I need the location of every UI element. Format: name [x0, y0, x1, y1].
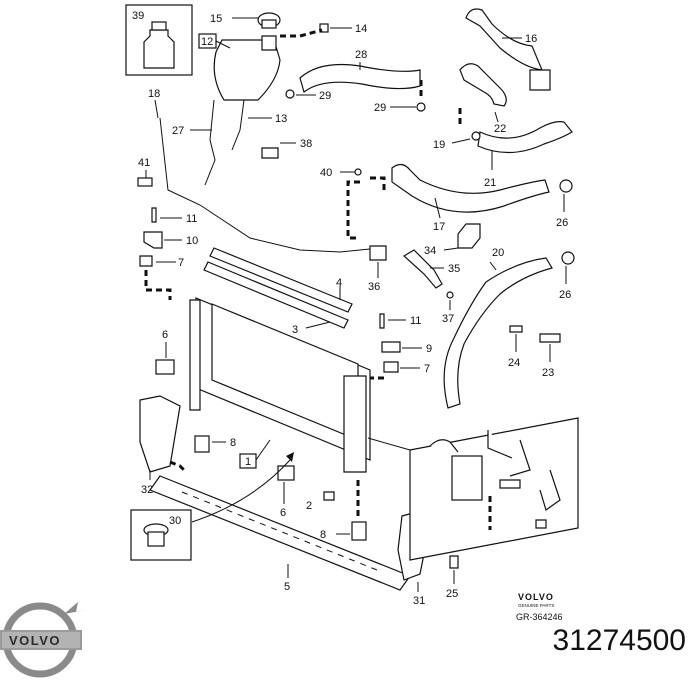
clamps-26: 26 26	[556, 179, 575, 301]
callout-38: 38	[300, 138, 312, 150]
callout-3: 3	[292, 324, 298, 336]
callout-7a: 7	[178, 257, 184, 269]
radiator: 1	[189, 297, 371, 473]
bleed-lines: 18 27 13	[148, 88, 381, 253]
callout-29a: 29	[319, 90, 331, 102]
callout-35: 35	[448, 263, 460, 275]
callout-15: 15	[210, 13, 222, 25]
callout-9: 9	[426, 343, 432, 355]
oil-cooler-inset	[367, 417, 579, 561]
callout-8a: 8	[230, 437, 236, 449]
callout-11b: 11	[410, 315, 421, 327]
callout-26a: 26	[556, 217, 568, 229]
callout-18: 18	[148, 88, 160, 100]
clip-14: 14	[280, 23, 367, 38]
callout-11a: 11	[186, 213, 197, 225]
callout-23: 23	[542, 367, 554, 379]
upper-hoses: 16 22 21 19	[433, 8, 573, 189]
callout-5: 5	[284, 581, 290, 593]
callout-10: 10	[186, 235, 198, 247]
logo-arrow-icon	[64, 602, 86, 614]
logo-wordmark: VOLVO	[9, 633, 61, 648]
left-fasteners: 41 11 10 7	[137, 157, 198, 300]
mid-brackets: 34 35 36 37	[368, 223, 481, 325]
inset-coolant-bottle: 39	[125, 4, 193, 76]
seal-strips: 4 3	[203, 247, 353, 336]
hose-20: 20	[443, 247, 553, 409]
diagram-ref: GR-364246	[516, 612, 563, 622]
callout-26b: 26	[559, 289, 571, 301]
diagram-brand-tag: VOLVO GENUINE PARTS GR-364246	[516, 592, 563, 622]
callout-20: 20	[492, 247, 504, 259]
callout-28: 28	[355, 49, 367, 61]
volvo-logo: VOLVO	[0, 602, 86, 678]
callout-41: 41	[138, 157, 150, 169]
lower-air-guide-5: 5	[149, 475, 411, 593]
callout-22: 22	[494, 123, 506, 135]
right-fasteners: 11 9 7	[366, 313, 432, 386]
clip-40: 40	[320, 167, 386, 240]
callout-30: 30	[169, 515, 181, 527]
callout-29b: 29	[374, 102, 386, 114]
callout-4: 4	[336, 277, 342, 289]
callout-2: 2	[306, 500, 312, 512]
part-number: 31274500	[552, 624, 686, 657]
callout-6b: 6	[280, 507, 286, 519]
callout-19: 19	[433, 139, 445, 151]
callout-37: 37	[442, 313, 454, 325]
callout-40: 40	[320, 167, 332, 179]
clips-29: 29 29	[285, 80, 426, 114]
callout-1: 1	[245, 456, 251, 468]
callout-13: 13	[275, 113, 287, 125]
callout-39: 39	[132, 10, 144, 22]
callout-36: 36	[368, 281, 380, 293]
callout-12: 12	[201, 36, 213, 48]
sensors-23-24: 24 23	[508, 325, 561, 379]
hose-28: 28	[299, 49, 421, 94]
callout-31: 31	[413, 595, 425, 607]
air-guide-32: 32	[139, 395, 188, 496]
callout-6a: 6	[162, 329, 168, 341]
bracket-38: 38	[261, 138, 312, 159]
callout-16: 16	[525, 33, 537, 45]
expansion-tank: 15 12	[198, 12, 281, 101]
hose-17: 17	[391, 163, 550, 233]
callout-32: 32	[141, 484, 153, 496]
diagram-subtitle: GENUINE PARTS	[518, 603, 554, 608]
callout-21: 21	[484, 177, 496, 189]
callout-25: 25	[446, 588, 458, 600]
mounts-6-8: 6 8 6 2 8	[155, 329, 367, 541]
callout-8b: 8	[320, 529, 326, 541]
callout-24: 24	[508, 357, 520, 369]
callout-27: 27	[172, 125, 184, 137]
callout-7b: 7	[424, 363, 430, 375]
diagram-brand: VOLVO	[518, 592, 554, 602]
inset-30: 30	[130, 452, 294, 561]
callout-14: 14	[355, 23, 367, 35]
callout-17: 17	[433, 221, 445, 233]
callout-34: 34	[424, 245, 436, 257]
